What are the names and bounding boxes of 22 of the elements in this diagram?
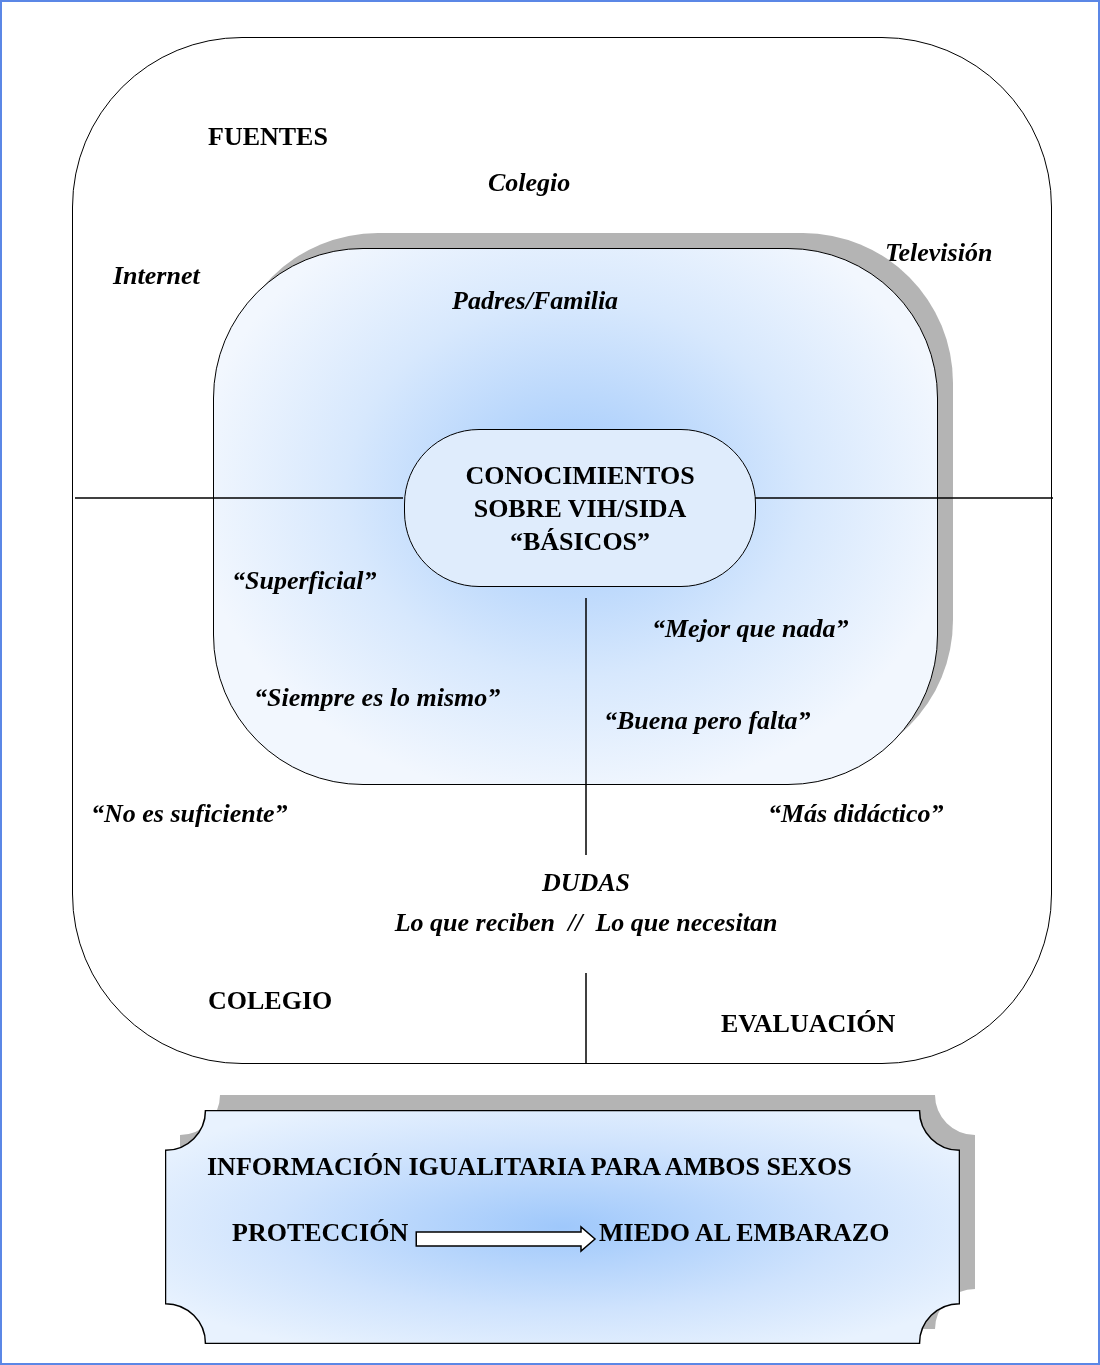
source-label: Colegio (488, 168, 571, 198)
quote-label: “No es suficiente” (91, 799, 288, 829)
source-label: Internet (113, 261, 200, 291)
source-label: Televisión (885, 238, 993, 268)
quote-label: “Mejor que nada” (652, 614, 849, 644)
outer-rounded-box (72, 37, 1052, 1064)
source-label: Padres/Familia (452, 286, 619, 316)
quote-label: “Siempre es lo mismo” (254, 683, 501, 713)
quote-label: “Superficial” (232, 566, 377, 596)
section-heading: EVALUACIÓN (721, 1009, 896, 1039)
notched-banner (165, 1110, 960, 1344)
quote-label: “Buena pero falta” (604, 706, 811, 736)
banner-title: INFORMACIÓN IGUALITARIA PARA AMBOS SEXOS (207, 1152, 852, 1182)
section-heading: DUDAS (541, 868, 631, 898)
node-text: PROTECCIÓN (232, 1218, 409, 1248)
quote-label: “Más didáctico” (768, 799, 944, 829)
block-arrow (415, 1225, 597, 1253)
node-text: CONOCIMIENTOS SOBRE VIH/SIDA “BÁSICOS” (464, 459, 696, 558)
section-heading: FUENTES (208, 122, 328, 152)
node-text: MIEDO AL EMBARAZO (599, 1218, 890, 1248)
section-heading: COLEGIO (208, 986, 333, 1016)
subheading: Lo que reciben // Lo que necesitan (394, 908, 778, 938)
